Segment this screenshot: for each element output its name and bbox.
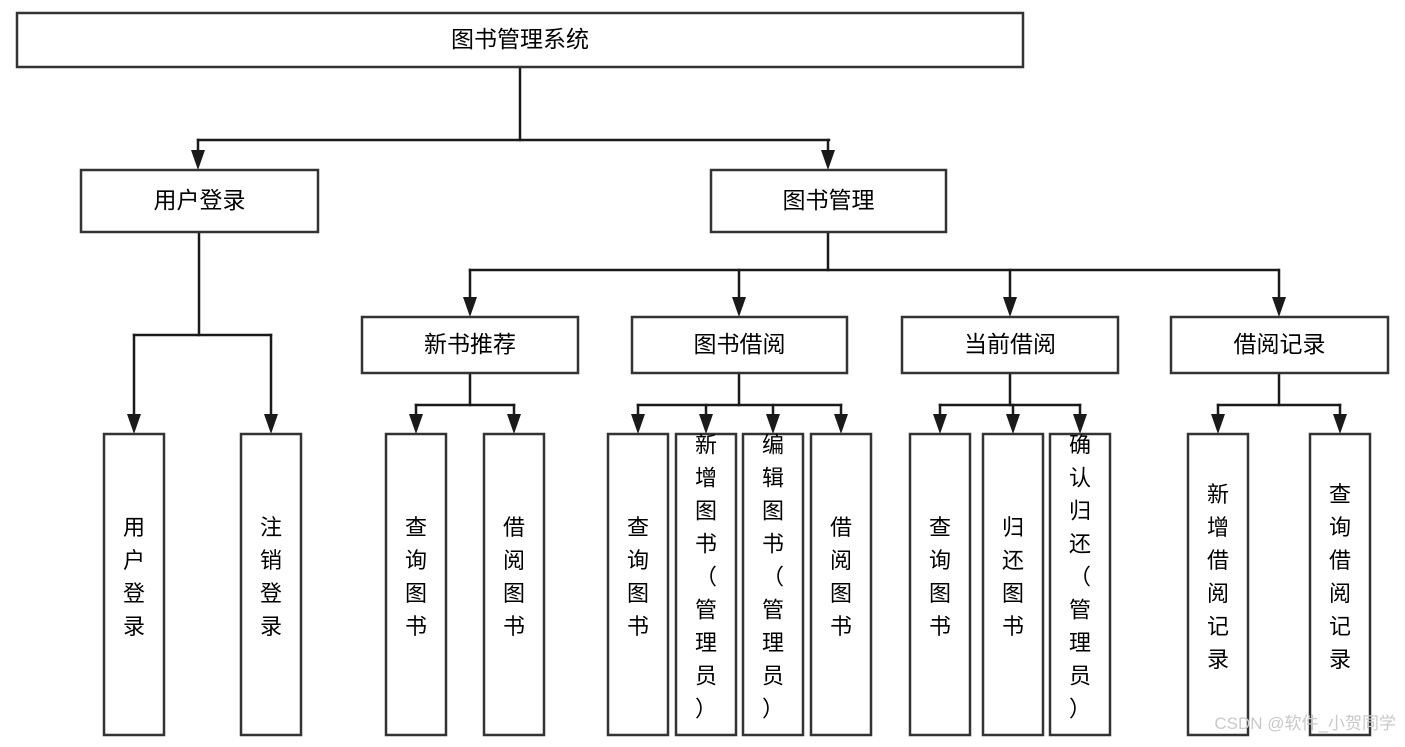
node-leaf-query-book-cur[interactable]: 查询图书: [908, 432, 972, 737]
arrow-to-user-login: [191, 150, 205, 170]
node-book-borrow[interactable]: 图书借阅: [630, 315, 849, 375]
node-user-login[interactable]: 用户登录: [79, 168, 320, 234]
node-leaf-borrow-book-label: 借阅图书: [830, 515, 852, 639]
node-user-login-label: 用户登录: [154, 187, 246, 213]
arrow-to-leaf-query-book: [631, 414, 645, 434]
node-leaf-user-login[interactable]: 用户登录: [102, 432, 166, 737]
node-leaf-edit-book-label: 编辑图书（管理员）: [762, 433, 784, 722]
node-leaf-query-record[interactable]: 查询借阅记录: [1308, 432, 1372, 737]
arrow-to-book-manage: [821, 150, 835, 170]
arrow-to-leaf-query-record: [1333, 414, 1347, 434]
node-leaf-confirm-return[interactable]: 确认归还（管理员）: [1048, 433, 1112, 737]
node-leaf-return-book-label: 归还图书: [1002, 515, 1024, 639]
node-layer: 图书管理系统用户登录图书管理新书推荐图书借阅当前借阅借阅记录用户登录注销登录查询…: [15, 11, 1390, 737]
node-leaf-return-book[interactable]: 归还图书: [981, 432, 1045, 737]
node-leaf-add-record-label: 新增借阅记录: [1207, 482, 1229, 672]
arrow-to-leaf-edit-book: [766, 414, 780, 434]
connector-bus-borrow-record: [1216, 371, 1342, 407]
node-new-book-recommend[interactable]: 新书推荐: [360, 315, 580, 375]
arrow-to-leaf-confirm-return: [1073, 414, 1087, 434]
node-leaf-add-book-label: 新增图书（管理员）: [695, 433, 717, 722]
node-leaf-add-book[interactable]: 新增图书（管理员）: [674, 433, 738, 737]
node-leaf-confirm-return-label: 确认归还（管理员）: [1069, 433, 1091, 722]
node-current-borrow[interactable]: 当前借阅: [900, 315, 1120, 375]
arrow-to-current-borrow: [1003, 297, 1017, 317]
node-leaf-add-record[interactable]: 新增借阅记录: [1186, 432, 1250, 737]
node-current-borrow-label: 当前借阅: [964, 331, 1056, 357]
arrow-to-new-book-recommend: [463, 297, 477, 317]
node-leaf-borrow-book[interactable]: 借阅图书: [809, 432, 873, 737]
connector-bus-current-borrow: [938, 371, 1082, 407]
arrow-to-book-borrow: [732, 297, 746, 317]
node-book-manage-label: 图书管理: [783, 187, 875, 213]
node-leaf-query-book-rec[interactable]: 查询图书: [384, 432, 448, 737]
connector-bus-root: [196, 65, 831, 142]
node-leaf-query-book-label: 查询图书: [627, 515, 649, 639]
arrow-to-leaf-query-book-rec: [409, 414, 423, 434]
connector-bus-new-book: [414, 371, 516, 407]
node-new-book-recommend-label: 新书推荐: [424, 331, 516, 357]
csdn-watermark: CSDN @软件_小贺同学: [1214, 714, 1396, 733]
node-book-manage[interactable]: 图书管理: [709, 168, 948, 234]
node-root[interactable]: 图书管理系统: [15, 11, 1025, 69]
node-leaf-query-book-cur-label: 查询图书: [929, 515, 951, 639]
arrow-to-leaf-add-record: [1211, 414, 1225, 434]
arrow-to-borrow-record: [1272, 297, 1286, 317]
node-leaf-user-logout-label: 注销登录: [260, 515, 282, 639]
arrow-layer: [127, 150, 1347, 434]
node-leaf-user-logout[interactable]: 注销登录: [239, 432, 303, 737]
node-leaf-query-book[interactable]: 查询图书: [606, 432, 670, 737]
connector-bus-book-manage: [468, 230, 1280, 272]
arrow-to-leaf-return-book: [1006, 414, 1020, 434]
node-leaf-borrow-book-rec-label: 借阅图书: [503, 515, 525, 639]
arrow-to-leaf-add-book: [699, 414, 713, 434]
arrow-to-leaf-user-login: [127, 414, 141, 434]
arrow-to-leaf-borrow-book: [834, 414, 848, 434]
node-leaf-query-record-label: 查询借阅记录: [1329, 482, 1351, 672]
connector-bus-user-login: [132, 230, 273, 337]
arrow-to-leaf-user-logout: [264, 414, 278, 434]
node-leaf-user-login-label: 用户登录: [123, 515, 145, 639]
node-root-label: 图书管理系统: [451, 26, 589, 52]
node-leaf-borrow-book-rec[interactable]: 借阅图书: [482, 432, 546, 737]
node-borrow-record-label: 借阅记录: [1234, 331, 1326, 357]
node-borrow-record[interactable]: 借阅记录: [1169, 315, 1390, 375]
arrow-to-leaf-query-book-cur: [933, 414, 947, 434]
node-leaf-query-book-rec-label: 查询图书: [405, 515, 427, 639]
node-leaf-edit-book[interactable]: 编辑图书（管理员）: [741, 433, 805, 737]
arrow-to-leaf-borrow-book-rec: [507, 414, 521, 434]
node-book-borrow-label: 图书借阅: [694, 331, 786, 357]
connector-bus-book-borrow: [636, 371, 843, 407]
